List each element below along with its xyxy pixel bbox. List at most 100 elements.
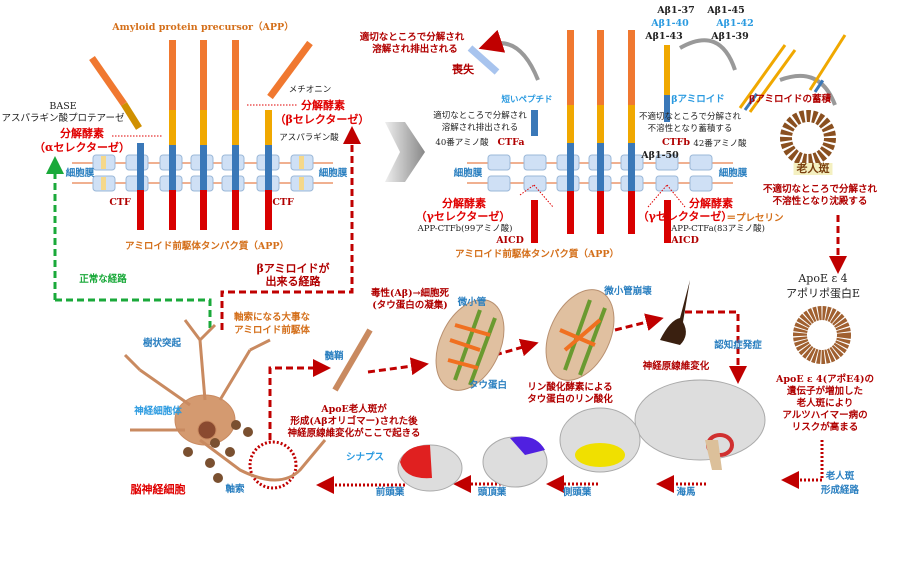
toxic-line1: 毒性(Aβ)→細胞死: [370, 288, 450, 299]
plaques-around-neuron: [183, 420, 253, 483]
aa40-label: 40番アミノ酸: [435, 138, 489, 148]
risk-line4: アルツハイマー病の: [782, 410, 868, 421]
microtubule-label: 微小管: [457, 297, 487, 308]
accumulation-label: βアミロイドの蓄積: [748, 94, 832, 105]
myelin-label: 髄鞘: [324, 351, 344, 362]
synapse-label: シナプス: [345, 452, 385, 463]
plaque-path-line1: 老人斑: [825, 471, 855, 482]
aicd-label-1: AICD: [496, 235, 524, 246]
apoe-plaque-line3: 神経原線維変化がここで起きる: [287, 428, 421, 439]
gamma-secretase-label-2: （γセレクターゼ）: [637, 210, 733, 223]
axon-label: 軸索: [225, 484, 245, 495]
improper-line2: 不溶性となり蓄積する: [647, 124, 733, 134]
neuron-image: [123, 319, 373, 482]
gamma-enzyme-label-2: 分解酵素: [689, 197, 733, 210]
membrane-label-right-panel-left: 細胞膜: [453, 168, 483, 179]
microtubule-cell-2: [545, 289, 615, 381]
ab-1-42: Aβ1-42: [716, 18, 754, 29]
membrane-label-right: 細胞膜: [318, 168, 348, 179]
risk-line1: ApoE ε 4(アポE4)の: [776, 374, 874, 385]
app-label-left: アミロイド前駆体タンパク質（APP）: [125, 241, 289, 252]
ab-1-45: Aβ1-45: [707, 5, 745, 16]
normal-pathway-line: [55, 298, 212, 330]
frontal-lobe-label: 前頭葉: [375, 487, 405, 498]
degraded-black-line1: 適切なところで分解され: [433, 111, 527, 121]
beta-amyloid-label: βアミロイド: [671, 94, 725, 105]
precip-line1: 不適切なところで分解され: [762, 184, 878, 195]
risk-line2: 遺伝子が増加した: [786, 386, 864, 397]
degraded-red-line2: 溶解され排出される: [372, 44, 458, 55]
parietal-lobe-label: 頭頂葉: [477, 487, 507, 498]
apoe-plaque-line1: ApoE老人斑が: [321, 404, 387, 415]
toxic-line2: (タウ蛋白の凝集): [372, 300, 448, 311]
axon-precursor-line2: アミロイド前駆体: [234, 325, 310, 336]
risk-line3: 老人斑により: [796, 398, 854, 409]
beta-path-line1: βアミロイドが: [256, 262, 330, 275]
beta-pathway-line: [220, 126, 361, 330]
microtubule-cell-1: [435, 299, 505, 391]
senile-plaque-image: [780, 110, 836, 166]
apoe-plaque-image: [793, 306, 851, 364]
ab-1-43: Aβ1-43: [645, 31, 683, 42]
axon-precursor-line1: 軸索になる大事な: [233, 312, 311, 323]
loss-label: 喪失: [452, 63, 474, 76]
aicd-label-2: AICD: [671, 235, 699, 246]
normal-path-label: 正常な経路: [79, 274, 127, 285]
app-ctfb-label: APP-CTFb(99アミノ酸): [417, 224, 513, 234]
app-ctfa-label: APP-CTFa(83アミノ酸): [671, 224, 765, 234]
dementia-label: 認知症発症: [714, 340, 762, 351]
brain-hippocampus: [634, 379, 766, 470]
apolipoprotein-label: アポリポ蛋白E: [785, 287, 861, 300]
alpha-secretase-label: （αセレクターゼ）: [33, 141, 131, 154]
ctf-label-left: CTF: [109, 197, 131, 208]
ab-1-40: Aβ1-40: [651, 18, 689, 29]
brain-temporal: [559, 407, 641, 473]
precip-line2: 不溶性となり沈殿する: [772, 196, 868, 207]
nft-label: 神経原線維変化: [642, 361, 710, 372]
phospho-line2: タウ蛋白のリン酸化: [527, 394, 613, 405]
microtubule-collapse-label: 微小管崩壊: [604, 286, 652, 297]
temporal-lobe-label: 側頭葉: [562, 487, 592, 498]
senile-plaque-label: 老人斑: [793, 163, 833, 175]
beta-enzyme-label: 分解酵素: [301, 99, 345, 112]
degraded-red-line1: 適切なところで分解され: [359, 32, 465, 43]
aspartic-acid-label: アスパラギン酸: [279, 133, 339, 143]
ctfa-label: CTFa: [497, 137, 525, 148]
improper-line1: 不適切なところで分解され: [638, 112, 742, 122]
transition-arrow: [385, 122, 425, 182]
base-label: BASE: [49, 101, 77, 112]
app-title: Amyloid protein precursor（APP）: [112, 22, 294, 33]
ab-1-39: Aβ1-39: [711, 31, 749, 42]
gamma-enzyme-label-1: 分解酵素: [442, 197, 486, 210]
alpha-enzyme-label: 分解酵素: [60, 127, 104, 140]
gamma-secretase-label-1: （γセレクターゼ）: [415, 210, 511, 223]
degraded-black-line2: 溶解され排出される: [441, 123, 519, 133]
app-label-right: アミロイド前駆体タンパク質（APP）: [455, 249, 619, 260]
beta-path-line2: 出来る経路: [265, 275, 321, 288]
apoe4-label: ApoE ε 4: [798, 272, 848, 285]
nft-image: [660, 280, 690, 345]
apoe-plaque-line2: 形成(Aβオリゴマー)された後: [290, 416, 418, 427]
methionine-label: メチオニン: [288, 85, 332, 95]
ctfb-label: CTFb: [661, 137, 691, 148]
presenilin-label: ＝プレセリン: [726, 213, 784, 224]
hippocampus-label: 海馬: [676, 487, 696, 498]
membrane-label-right-panel-right: 細胞膜: [718, 168, 748, 179]
brain-parietal: [482, 436, 548, 488]
ab-1-50: Aβ1-50: [641, 150, 679, 161]
risk-line5: リスクが高まる: [791, 422, 859, 433]
app-rods-right: [467, 29, 852, 243]
phospho-line1: リン酸化酵素による: [527, 382, 613, 393]
app-rods-left: [89, 40, 313, 230]
short-peptide-label: 短いペプチド: [501, 95, 553, 105]
aspartic-protease-label: アスパラギン酸プロテアーゼ: [1, 113, 125, 124]
brain-frontal: [397, 444, 463, 492]
ab-1-37: Aβ1-37: [657, 5, 695, 16]
neuron-label: 脳神経細胞: [130, 483, 186, 496]
beta-secretase-label: （βセレクターゼ）: [274, 113, 370, 126]
cell-body-label: 神経細胞体: [134, 406, 182, 417]
membrane-label-left: 細胞膜: [65, 168, 95, 179]
plaque-path-line2: 形成経路: [820, 485, 860, 496]
